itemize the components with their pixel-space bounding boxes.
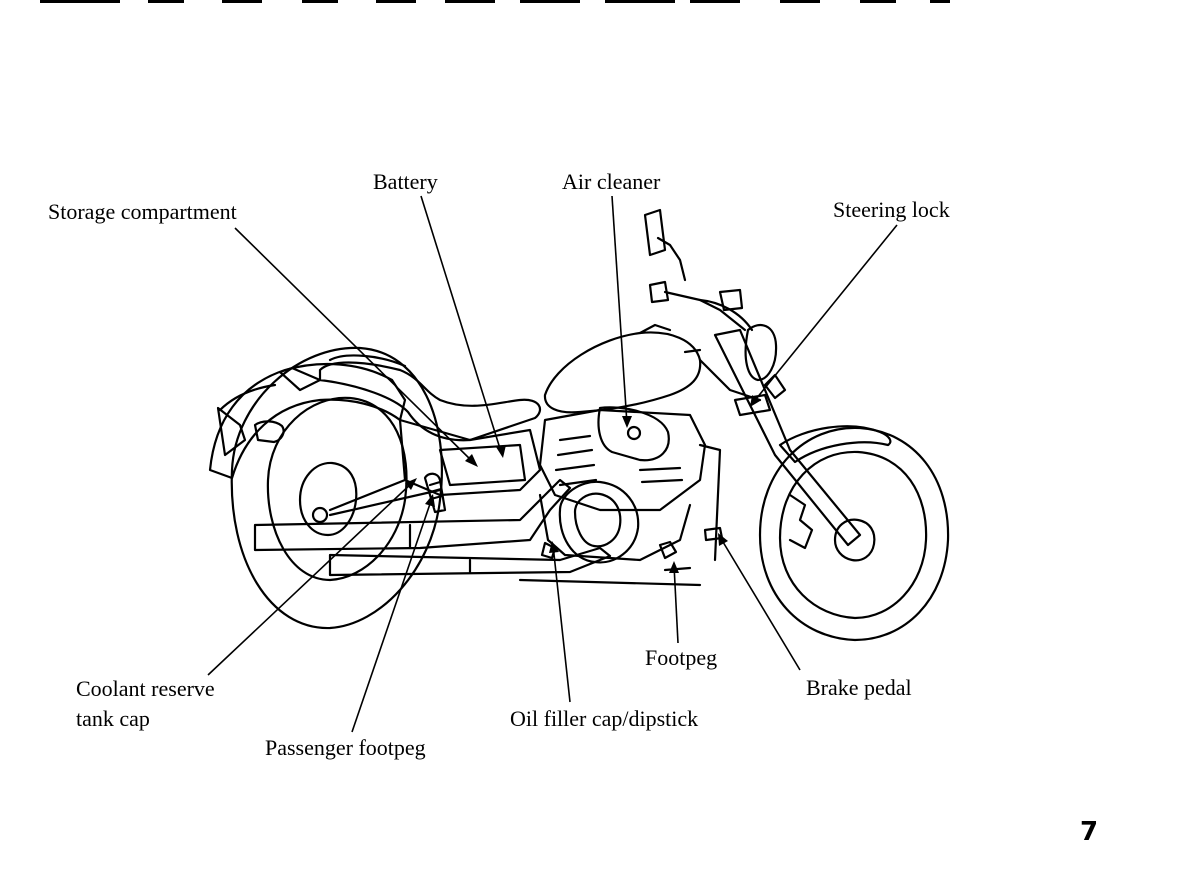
leader-lines (207, 195, 898, 733)
front-wheel (758, 426, 950, 642)
leader-oil-filler (552, 544, 571, 703)
header-rule (780, 0, 820, 3)
leader-storage (234, 227, 476, 465)
header-rule (148, 0, 184, 3)
header-rule (930, 0, 950, 3)
frame (328, 358, 762, 587)
leader-passenger-footpeg (351, 497, 433, 733)
header-rule (605, 0, 675, 3)
headlight (744, 323, 778, 382)
arrowheads (405, 395, 760, 573)
front-fork (713, 328, 862, 547)
leader-brake-pedal (719, 536, 801, 671)
label-footpeg: Footpeg (645, 645, 718, 670)
seat (318, 354, 542, 442)
header-rule (302, 0, 338, 3)
label-passenger-footpeg: Passenger footpeg (265, 735, 426, 760)
page-number: 7 (1080, 817, 1099, 847)
front-fender (778, 425, 892, 464)
header-rule (222, 0, 262, 3)
header-rule (445, 0, 495, 3)
header-rule (40, 0, 120, 3)
label-brake-pedal: Brake pedal (806, 675, 912, 700)
engine (538, 406, 707, 564)
handlebar (643, 208, 754, 332)
label-storage-compartment: Storage compartment (48, 199, 237, 224)
label-air-cleaner: Air cleaner (562, 169, 661, 194)
leader-coolant (207, 480, 415, 676)
label-coolant-line1: Coolant reserve (76, 676, 215, 701)
leader-air-cleaner (611, 195, 628, 425)
fuel-tank (543, 323, 702, 414)
label-battery: Battery (373, 169, 438, 194)
label-coolant-line2: tank cap (76, 706, 150, 731)
rear-fender (208, 362, 407, 480)
leader-battery (420, 195, 503, 456)
header-rule (520, 0, 580, 3)
exhaust (253, 478, 612, 577)
leader-steering-lock (751, 224, 898, 405)
header-rule (690, 0, 740, 3)
label-oil-filler: Oil filler cap/dipstick (510, 706, 699, 731)
leader-footpeg (673, 564, 679, 644)
header-rule (376, 0, 416, 3)
label-steering-lock: Steering lock (833, 197, 950, 222)
header-rule (860, 0, 896, 3)
